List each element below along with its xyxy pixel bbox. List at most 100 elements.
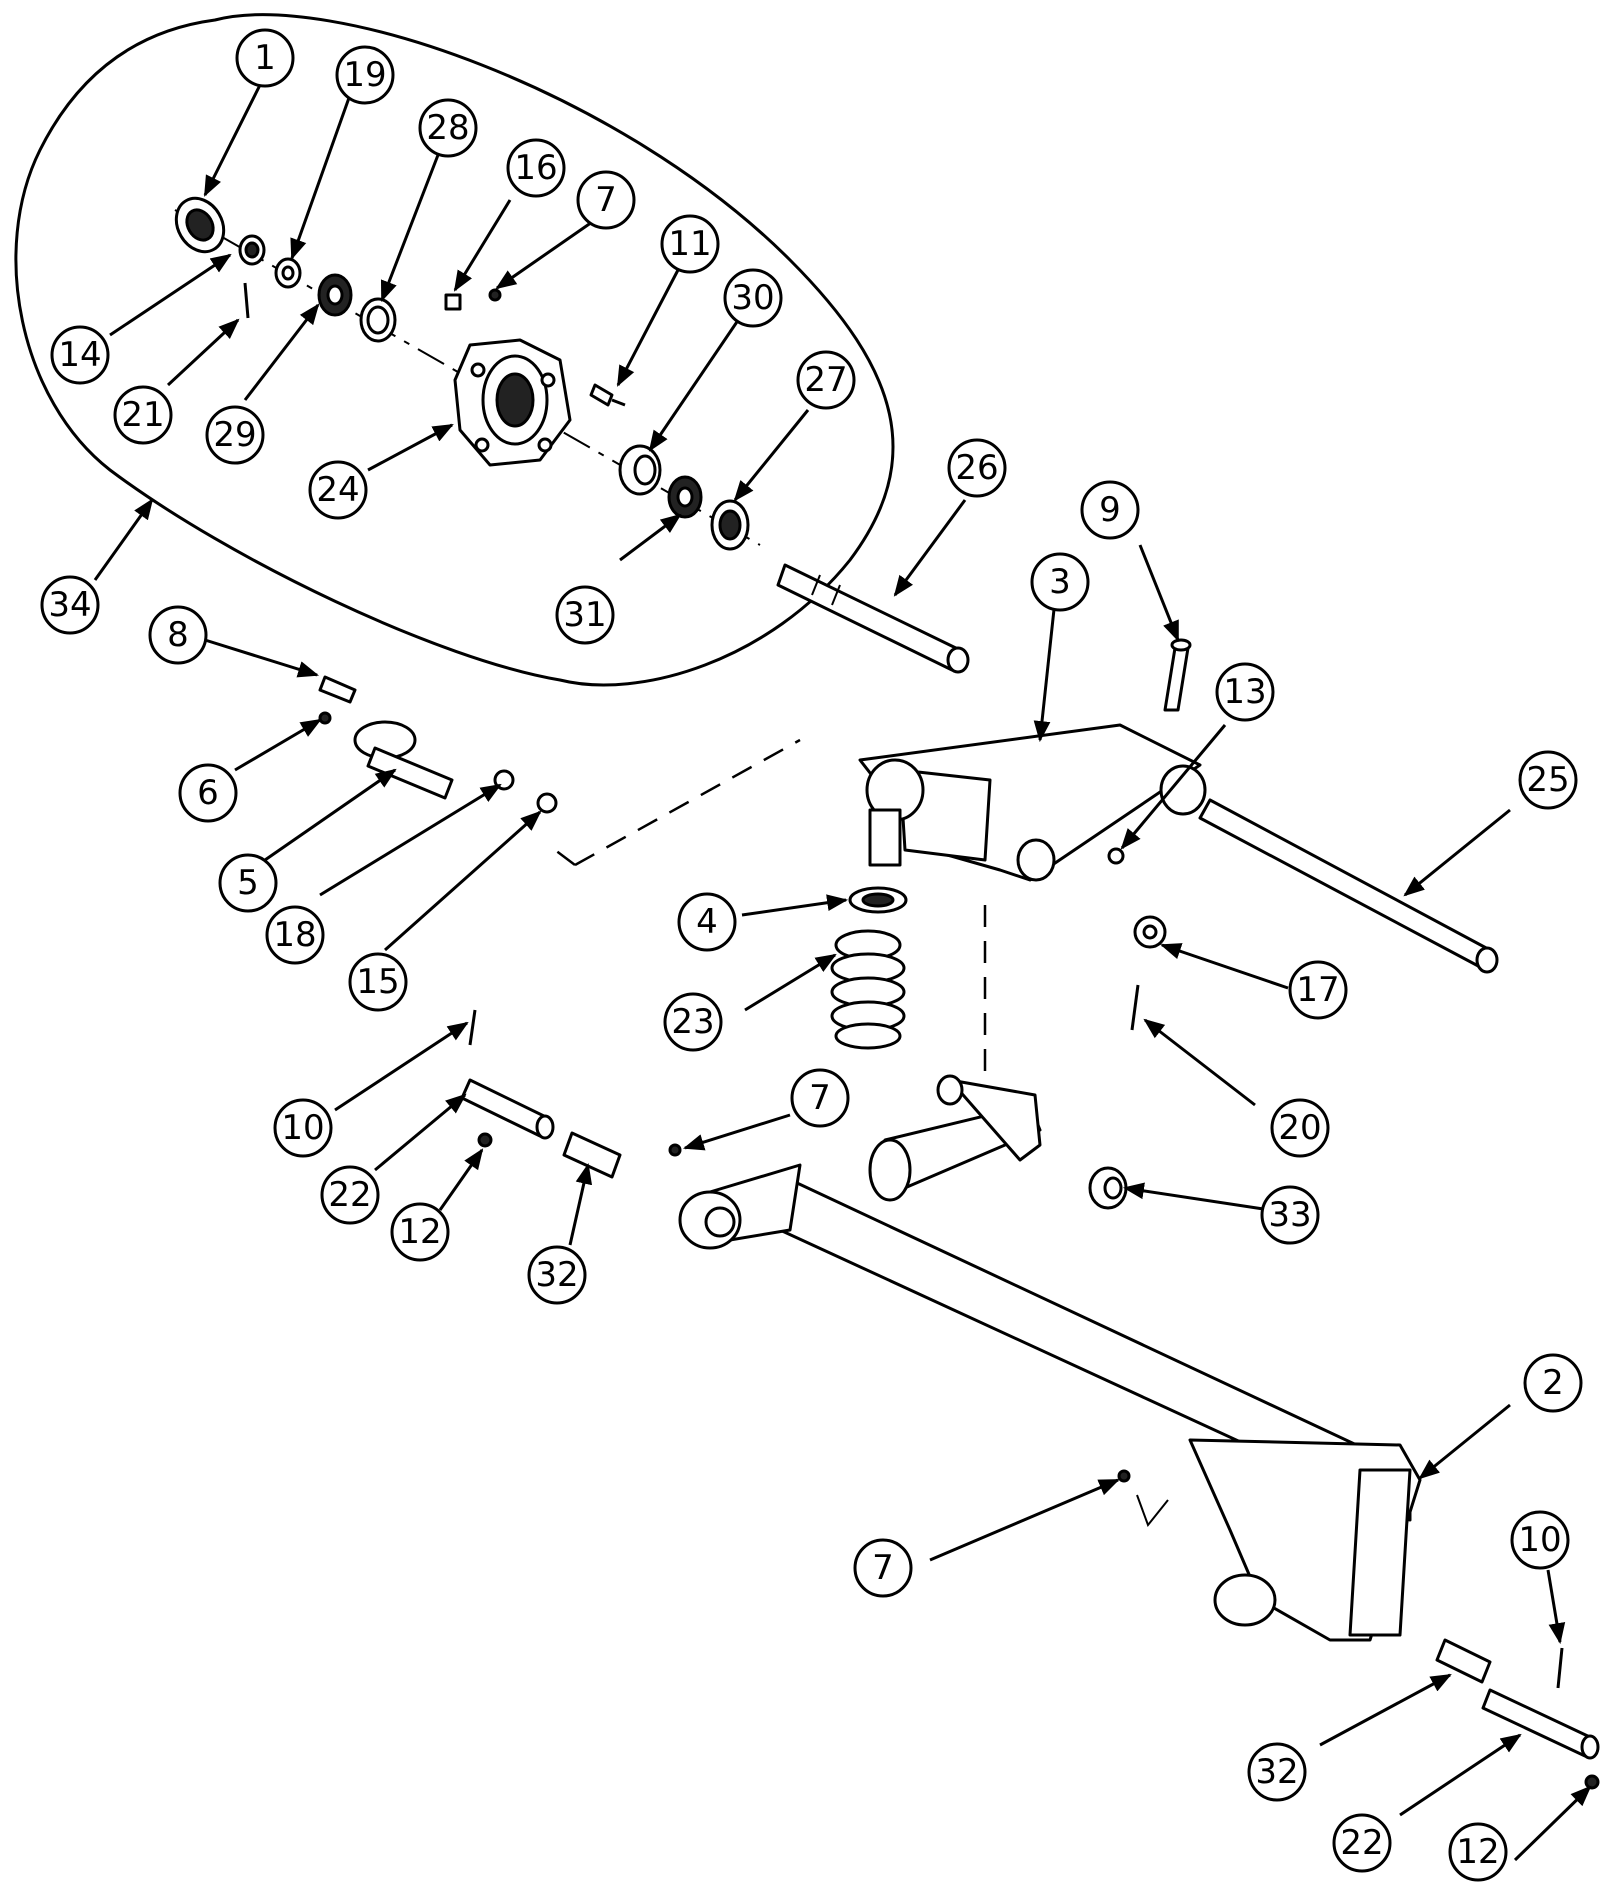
upper-arm-3 <box>858 723 1207 882</box>
leader-lines <box>93 84 1592 1862</box>
svg-text:22: 22 <box>1340 1823 1383 1863</box>
svg-text:10: 10 <box>281 1108 324 1148</box>
spindle-26 <box>776 563 970 674</box>
svg-text:12: 12 <box>398 1212 441 1252</box>
bearing-cone-14 <box>238 234 266 266</box>
balloon-13: 13 <box>1215 662 1275 722</box>
svg-text:31: 31 <box>563 595 606 635</box>
svg-text:16: 16 <box>514 148 557 188</box>
nut-16 <box>444 293 462 311</box>
balloon-34: 34 <box>40 575 100 635</box>
svg-text:8: 8 <box>167 615 189 655</box>
balloon-8: 8 <box>148 605 208 665</box>
svg-text:23: 23 <box>671 1002 714 1042</box>
svg-text:28: 28 <box>426 108 469 148</box>
balloon-32-left: 32 <box>527 1245 587 1305</box>
bushing-33 <box>1088 1166 1128 1210</box>
svg-text:2: 2 <box>1542 1363 1564 1403</box>
svg-text:7: 7 <box>872 1548 894 1588</box>
balloon-6: 6 <box>178 763 238 823</box>
balloon-16: 16 <box>506 138 566 198</box>
washer-15 <box>536 792 558 814</box>
balloon-23: 23 <box>663 992 723 1052</box>
bushing-32-left <box>562 1131 622 1179</box>
seal-1 <box>174 196 226 254</box>
svg-text:33: 33 <box>1268 1195 1311 1235</box>
svg-text:30: 30 <box>731 278 774 318</box>
svg-text:18: 18 <box>273 915 316 955</box>
balloon-33: 33 <box>1260 1185 1320 1245</box>
clip-12-right <box>1584 1774 1600 1790</box>
svg-text:32: 32 <box>535 1255 578 1295</box>
balloon-27: 27 <box>796 350 856 410</box>
svg-text:15: 15 <box>356 962 399 1002</box>
balloon-25: 25 <box>1518 750 1578 810</box>
balloon-32-right: 32 <box>1247 1742 1307 1802</box>
bearing-31 <box>667 475 703 519</box>
balloon-29: 29 <box>205 405 265 465</box>
pin-9 <box>1163 638 1192 712</box>
pin-22-left <box>460 1078 555 1140</box>
fitting-mark <box>1136 1494 1169 1528</box>
pin-5 <box>353 720 454 800</box>
grease-fitting-7-low <box>1117 1469 1131 1483</box>
balloon-22-left: 22 <box>320 1165 380 1225</box>
svg-text:22: 22 <box>328 1175 371 1215</box>
balloon-7-low: 7 <box>853 1538 913 1598</box>
assembly-line-b <box>554 849 576 866</box>
balloon-1: 1 <box>235 28 295 88</box>
balloon-22-right: 22 <box>1332 1813 1392 1873</box>
cup-30 <box>618 444 662 496</box>
bearing-29 <box>317 273 353 317</box>
balloon-12-left: 12 <box>390 1202 450 1262</box>
balloon-18: 18 <box>265 905 325 965</box>
balloon-26: 26 <box>947 438 1007 498</box>
washer-4 <box>848 886 908 914</box>
washer-19 <box>274 257 302 289</box>
balloon-21: 21 <box>113 385 173 445</box>
svg-text:1: 1 <box>254 38 276 78</box>
svg-text:9: 9 <box>1099 490 1121 530</box>
castle-nut-17 <box>1133 915 1167 949</box>
balloon-15: 15 <box>348 952 408 1012</box>
balloon-28: 28 <box>418 98 478 158</box>
balloon-9: 9 <box>1080 480 1140 540</box>
svg-text:6: 6 <box>197 773 219 813</box>
svg-text:24: 24 <box>316 470 359 510</box>
bushing-32-right <box>1435 1638 1492 1684</box>
cotter-pin-10-left <box>468 1009 477 1046</box>
balloon-4: 4 <box>677 892 737 952</box>
cotter-pin-21 <box>243 282 250 319</box>
spring-23 <box>830 929 906 1050</box>
svg-text:25: 25 <box>1526 760 1569 800</box>
svg-text:12: 12 <box>1456 1832 1499 1872</box>
balloon-31: 31 <box>555 585 615 645</box>
cotter-pin-20 <box>1130 984 1140 1031</box>
balloon-5: 5 <box>218 853 278 913</box>
balloon-30: 30 <box>723 268 783 328</box>
svg-text:13: 13 <box>1223 672 1266 712</box>
svg-text:11: 11 <box>668 224 711 264</box>
balloon-19: 19 <box>335 45 395 105</box>
balloon-7-top: 7 <box>576 170 636 230</box>
balloon-7-mid: 7 <box>790 1068 850 1128</box>
balloon-12-right: 12 <box>1448 1822 1508 1882</box>
svg-text:7: 7 <box>595 180 617 220</box>
assembly-line-a <box>574 738 801 867</box>
svg-text:5: 5 <box>237 863 259 903</box>
balloon-3: 3 <box>1030 552 1090 612</box>
balloon-10-right: 10 <box>1510 1510 1570 1570</box>
grease-fitting-7-mid <box>668 1143 682 1157</box>
svg-text:26: 26 <box>955 448 998 488</box>
seal-27 <box>710 499 750 551</box>
svg-text:7: 7 <box>809 1078 831 1118</box>
svg-text:21: 21 <box>121 395 164 435</box>
grease-fitting-7 <box>488 288 502 302</box>
hub-assembly-outline <box>14 13 895 687</box>
svg-text:32: 32 <box>1255 1752 1298 1792</box>
balloon-20: 20 <box>1270 1098 1330 1158</box>
svg-text:27: 27 <box>804 360 847 400</box>
balloon-14: 14 <box>50 325 110 385</box>
spindle-25 <box>1198 798 1499 974</box>
